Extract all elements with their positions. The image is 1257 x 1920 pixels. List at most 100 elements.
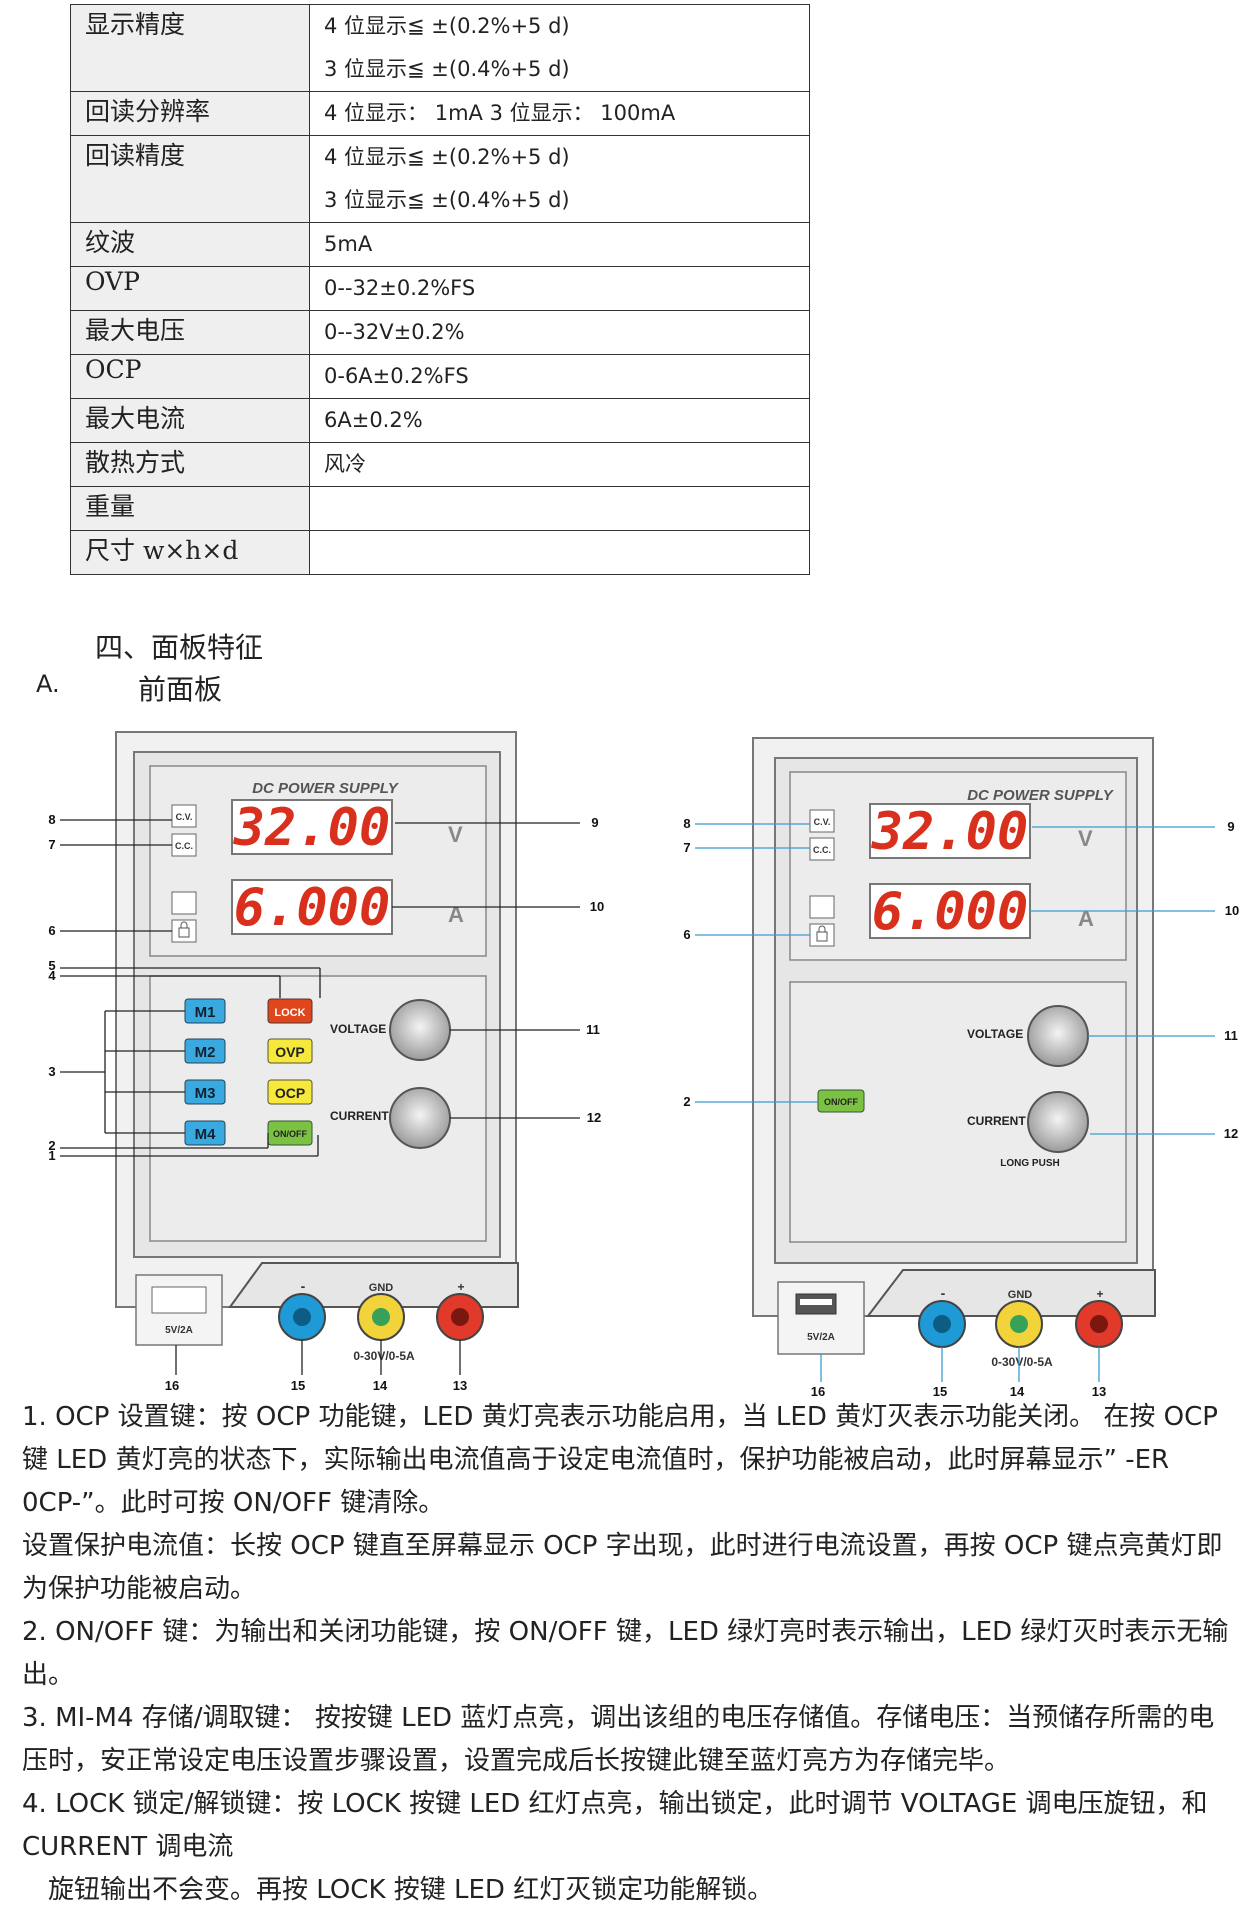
sub-label: A. [36,670,60,698]
right-panel: DC POWER SUPPLY C.V. C.C. 32.00 V 6.000 … [683,737,1239,1399]
callout-number: 11 [586,1022,600,1037]
voltage-knob[interactable] [389,999,451,1061]
callout-number: 14 [1010,1384,1025,1399]
left-panel: DC POWER SUPPLY C.V. C.C. 32.00 V 6.000 … [48,731,604,1393]
spec-key: 散热方式 [70,442,310,487]
callout-number: 3 [48,1064,55,1079]
lock-icon [809,923,835,947]
spec-value: 6A±0.2% [324,408,423,432]
spec-key: 回读精度 [70,135,310,223]
lock-label: LOCK [274,1007,305,1019]
callout-number: 16 [165,1378,179,1393]
spec-value [324,531,795,574]
spec-value: 5mA [324,232,373,256]
spec-key: 纹波 [70,222,310,267]
spec-key: OCP [70,354,310,399]
callout-number: 8 [683,816,690,831]
cv-label: C.V. [814,817,831,827]
spec-key: 回读分辨率 [70,91,310,136]
paragraph: 1. OCP 设置键：按 OCP 功能键，LED 黄灯亮表示功能启用，当 LED… [22,1402,1218,1518]
spec-key: 尺寸 w×h×d [70,530,310,575]
usb-label: 5V/2A [165,1325,193,1336]
callout-number: 4 [48,968,56,983]
paragraph: 4. LOCK 锁定/解锁键：按 LOCK 按键 LED 红灯点亮，输出锁定，此… [22,1789,1208,1862]
callout-number: 6 [683,927,690,942]
spec-key: 最大电流 [70,398,310,443]
callout-number: 9 [591,815,598,830]
cv-indicator [171,804,197,828]
cc-label: C.C. [175,841,193,851]
plus-label: + [1096,1287,1103,1301]
table-row: 重量 [70,486,810,531]
m2-label: M2 [195,1044,216,1061]
sub-title: 前面板 [138,673,223,706]
paragraph: 3. MI-M4 存储/调取键： 按按键 LED 蓝灯点亮，调出该组的电压存储值… [22,1703,1215,1776]
spec-key: 最大电压 [70,310,310,355]
current-display: 6.000 [872,882,1029,942]
table-row: 最大电流 6A±0.2% [70,398,810,443]
callout-number: 15 [291,1378,305,1393]
callout-number: 7 [683,840,690,855]
spec-table: 显示精度 4 位显示≦ ±(0.2%+5 d) 3 位显示≦ ±(0.4%+5 … [70,4,810,575]
callout-number: 1 [48,1148,55,1163]
brand-label: DC POWER SUPPLY [252,780,400,797]
callout-number: 9 [1227,819,1234,834]
spec-value: 风冷 [324,452,366,476]
section-title: 四、面板特征 [95,631,264,664]
spec-key: 重量 [70,486,310,531]
ovp-label: OVP [275,1044,305,1060]
description-text: 1. OCP 设置键：按 OCP 功能键，LED 黄灯亮表示功能启用，当 LED… [22,1396,1237,1912]
table-row: 纹波 5mA [70,222,810,267]
spec-value: 4 位显示≦ ±(0.2%+5 d) [324,14,570,38]
onoff-label: ON/OFF [824,1097,858,1107]
ovp-button[interactable] [267,1038,313,1064]
table-row: OVP 0--32±0.2%FS [70,266,810,311]
callout-number: 12 [587,1110,601,1125]
current-knob[interactable] [1027,1091,1089,1153]
spec-key: OVP [70,266,310,311]
callout-number: 13 [1092,1384,1106,1399]
spec-value: 0--32±0.2%FS [324,276,476,300]
lock-button[interactable] [267,998,313,1024]
ocp-button[interactable] [267,1079,313,1105]
callout-number: 13 [453,1378,467,1393]
callout-number: 8 [48,812,55,827]
voltage-display: 32.00 [233,798,391,858]
spec-value: 3 位显示≦ ±(0.4%+5 d) [324,57,570,81]
ocp-label: OCP [275,1085,305,1101]
callout-number: 2 [683,1094,690,1109]
m4-label: M4 [195,1126,216,1143]
current-display: 6.000 [234,878,391,938]
spec-key: 显示精度 [70,4,310,92]
brand-label: DC POWER SUPPLY [967,787,1115,804]
spec-value: 3 位显示≦ ±(0.4%+5 d) [324,188,570,212]
callout-number: 12 [1224,1126,1238,1141]
unit-v: V [1078,826,1093,851]
spec-value: 0-6A±0.2%FS [324,364,469,388]
cc-label: C.C. [813,845,831,855]
callout-number: 10 [1225,903,1239,918]
callout-number: 7 [48,837,55,852]
unit-a: A [448,902,464,927]
spec-value: 0--32V±0.2% [324,320,465,344]
voltage-knob-label: VOLTAGE [330,1022,386,1036]
table-row: 尺寸 w×h×d [70,530,810,575]
unit-v: V [448,822,463,847]
table-row: 显示精度 4 位显示≦ ±(0.2%+5 d) 3 位显示≦ ±(0.4%+5 … [70,4,810,92]
voltage-knob[interactable] [1027,1005,1089,1067]
rating-label: 0-30V/0-5A [991,1355,1053,1369]
plus-label: + [457,1280,464,1294]
minus-label: - [301,1278,306,1294]
current-knob[interactable] [389,1087,451,1149]
rating-label: 0-30V/0-5A [353,1349,415,1363]
gnd-label: GND [1008,1289,1033,1301]
onoff-label: ON/OFF [273,1129,307,1139]
cv-label: C.V. [176,812,193,822]
table-row: 散热方式 风冷 [70,442,810,487]
spec-value: 4 位显示≦ ±(0.2%+5 d) [324,145,570,169]
table-row: 回读分辨率 4 位显示： 1mA 3 位显示： 100mA [70,91,810,136]
paragraph: 设置保护电流值：长按 OCP 键直至屏幕显示 OCP 字出现，此时进行电流设置，… [22,1531,1223,1604]
minus-label: - [941,1285,946,1301]
onoff-button[interactable] [817,1089,865,1113]
paragraph: 旋钮输出不会变。再按 LOCK 按键 LED 红灯灭锁定功能解锁。 [48,1875,774,1905]
